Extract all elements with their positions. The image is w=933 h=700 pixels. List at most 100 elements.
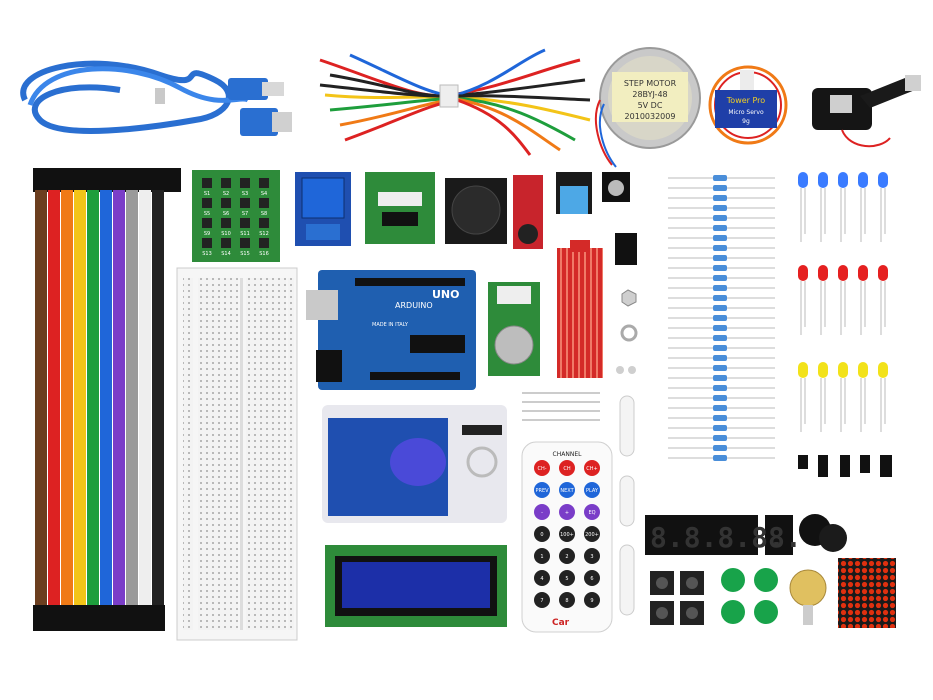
remote-key bbox=[584, 460, 600, 476]
button-caps bbox=[721, 568, 778, 624]
remote-key bbox=[559, 592, 575, 608]
led bbox=[838, 362, 848, 378]
remote-key-label: 200+ bbox=[585, 532, 599, 538]
remote-key bbox=[559, 504, 575, 520]
led bbox=[878, 362, 888, 378]
keypad-label: S6 bbox=[223, 211, 229, 217]
keypad-label: S5 bbox=[204, 211, 210, 217]
led bbox=[798, 265, 808, 281]
resistor bbox=[713, 445, 727, 451]
tact-switch-knob bbox=[656, 607, 668, 619]
led bbox=[798, 172, 808, 188]
servo-model: Micro Servo bbox=[728, 109, 764, 116]
keypad-button bbox=[221, 238, 231, 248]
resistor bbox=[713, 185, 727, 191]
micro-servo: Tower Pro Micro Servo 9g bbox=[708, 65, 788, 145]
keypad-button bbox=[259, 218, 269, 228]
remote-key bbox=[559, 482, 575, 498]
led bbox=[858, 362, 868, 378]
remote-key bbox=[534, 460, 550, 476]
keypad-button bbox=[202, 198, 212, 208]
remote-key bbox=[534, 548, 550, 564]
keypad-button bbox=[221, 178, 231, 188]
remote-header: CHANNEL bbox=[553, 451, 583, 458]
remote-key bbox=[584, 548, 600, 564]
resistor bbox=[713, 235, 727, 241]
keypad-label: S14 bbox=[221, 251, 231, 257]
keypad-label: S1 bbox=[204, 191, 210, 197]
keypad-button bbox=[240, 218, 250, 228]
stepper-motor: STEP MOTOR 28BYJ-48 5V DC 2010032009 bbox=[595, 47, 701, 168]
remote-key-label: PREV bbox=[535, 488, 549, 494]
battery-snap-connector bbox=[812, 75, 921, 148]
led bbox=[818, 362, 828, 378]
resistor bbox=[713, 215, 727, 221]
resistor bbox=[713, 395, 727, 401]
resistor bbox=[713, 245, 727, 251]
resistor bbox=[713, 205, 727, 211]
servo-horns bbox=[619, 395, 635, 616]
remote-key-label: CH bbox=[563, 466, 570, 472]
remote-key-label: 5 bbox=[565, 576, 568, 582]
remote-key-label: + bbox=[565, 510, 569, 516]
remote-key bbox=[534, 504, 550, 520]
transistors-and-ir-receiver bbox=[798, 455, 892, 477]
resistors-column bbox=[668, 175, 775, 461]
remote-key bbox=[584, 526, 600, 542]
keypad-label: S4 bbox=[261, 191, 267, 197]
keypad-label: S2 bbox=[223, 191, 229, 197]
servo-weight: 9g bbox=[742, 118, 750, 125]
potentiometer bbox=[789, 569, 827, 625]
keypad-label: S13 bbox=[202, 251, 212, 257]
resistor bbox=[713, 325, 727, 331]
remote-key-label: 3 bbox=[590, 554, 593, 560]
resistor bbox=[713, 285, 727, 291]
keypad-button bbox=[240, 238, 250, 248]
keypad-label: S7 bbox=[242, 211, 248, 217]
remote-key-label: 0 bbox=[540, 532, 543, 538]
resistor bbox=[713, 315, 727, 321]
usb-cable bbox=[20, 60, 292, 136]
keypad-label: S16 bbox=[259, 251, 269, 257]
resistor bbox=[713, 455, 727, 461]
relay-module bbox=[295, 172, 351, 246]
remote-key bbox=[534, 570, 550, 586]
remote-key bbox=[559, 460, 575, 476]
led bbox=[838, 172, 848, 188]
keypad-button bbox=[259, 238, 269, 248]
keypad-label: S11 bbox=[240, 231, 250, 237]
led bbox=[858, 172, 868, 188]
sound-sensor bbox=[513, 175, 543, 249]
resistor bbox=[713, 335, 727, 341]
jumper-wire-bundle bbox=[319, 48, 591, 156]
buzzers bbox=[799, 514, 847, 552]
remote-key bbox=[584, 570, 600, 586]
seven-segment-displays: 8.8.8.8. 8. bbox=[645, 515, 802, 555]
remote-key bbox=[534, 592, 550, 608]
stepper-label-3: 5V DC bbox=[638, 101, 663, 110]
led bbox=[878, 265, 888, 281]
servo-brand: Tower Pro bbox=[726, 96, 766, 105]
rfid-reader-module bbox=[322, 405, 507, 523]
keypad-button bbox=[259, 198, 269, 208]
keypad-button bbox=[240, 198, 250, 208]
remote-key bbox=[559, 548, 575, 564]
remote-key bbox=[584, 504, 600, 520]
breadboard bbox=[176, 267, 298, 641]
remote-key-label: NEXT bbox=[560, 488, 574, 494]
dht11-sensor bbox=[556, 172, 592, 214]
keypad-label: S15 bbox=[240, 251, 250, 257]
remote-key-label: CH- bbox=[537, 466, 546, 472]
keypad-button bbox=[202, 238, 212, 248]
resistor bbox=[713, 275, 727, 281]
keypad-button bbox=[240, 178, 250, 188]
remote-key-label: 4 bbox=[540, 576, 543, 582]
remote-key-label: 7 bbox=[540, 598, 543, 604]
remote-key bbox=[559, 570, 575, 586]
remote-key bbox=[584, 592, 600, 608]
led-dot-matrix bbox=[838, 558, 896, 628]
lcd-1602-display bbox=[325, 545, 507, 627]
